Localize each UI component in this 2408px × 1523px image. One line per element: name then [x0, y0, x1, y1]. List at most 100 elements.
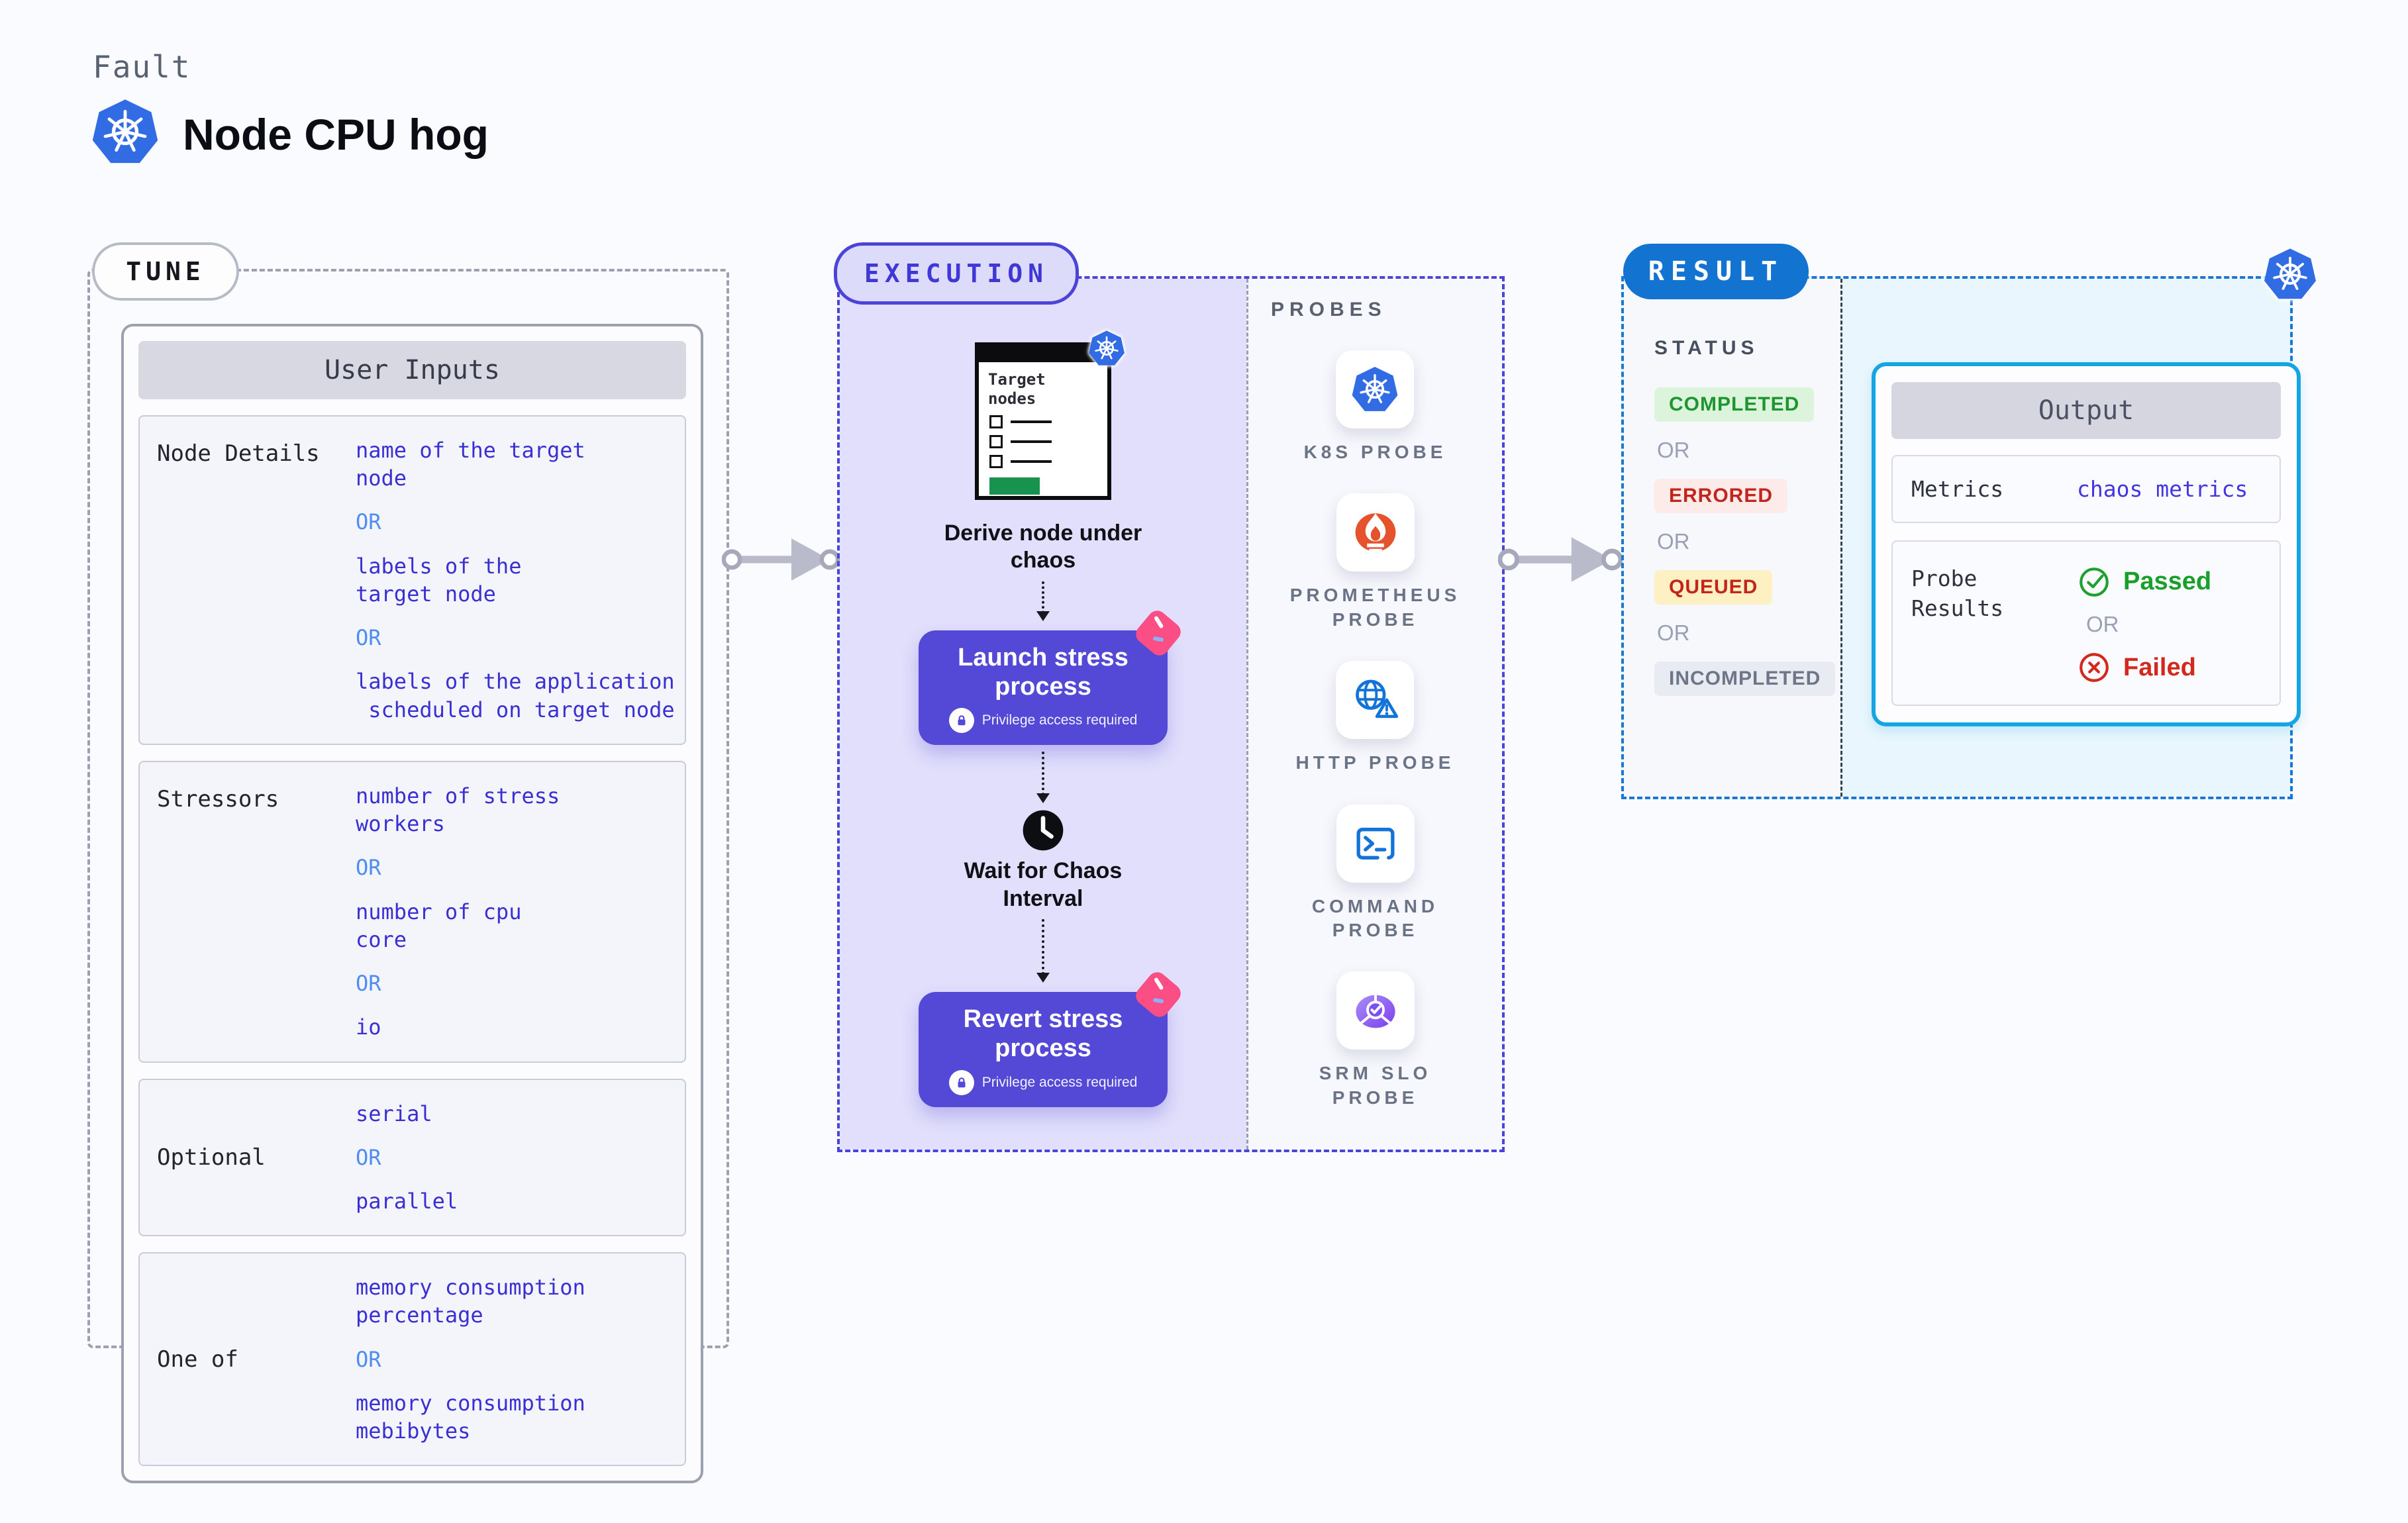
probe-item-k8s: K8S PROBE	[1304, 350, 1447, 464]
result-section-badge: RESULT	[1623, 244, 1809, 299]
user-inputs-table: User Inputs Node Details name of the tar…	[121, 324, 703, 1484]
table-row-node-details: Node Details name of the target node OR …	[138, 415, 686, 745]
list-line	[1011, 420, 1052, 423]
or-separator: OR	[1657, 620, 1690, 645]
down-arrow	[1036, 752, 1050, 804]
target-nodes-title: Target nodes	[988, 370, 1046, 408]
metrics-label: Metrics	[1911, 476, 2004, 502]
execution-panel: Target nodes Derive node under chaos Lau…	[837, 276, 1505, 1152]
status-column: STATUS COMPLETED OR ERRORED OR QUEUED OR…	[1624, 279, 1840, 797]
kubernetes-icon	[1350, 365, 1399, 414]
lock-icon	[948, 708, 974, 734]
status-badge-errored: ERRORED	[1654, 479, 1788, 513]
option-value: labels of the target node	[356, 553, 522, 607]
probes-panel: PROBES K8S PROBE PROMETHEUS PROBE HTTP P…	[1246, 279, 1502, 1150]
card-title-bar	[979, 346, 1107, 362]
table-row-one-of: One of memory consumption percentage OR …	[138, 1252, 686, 1467]
probe-results-label: Probe Results	[1911, 565, 2004, 621]
checkbox-icon	[989, 415, 1003, 428]
probe-item-prometheus: PROMETHEUS PROBE	[1273, 493, 1478, 632]
tune-section-badge: TUNE	[92, 242, 239, 301]
option-value: io	[356, 1014, 381, 1040]
option-value: memory consumption percentage	[356, 1275, 585, 1328]
flow-arrow-tune-to-execution	[722, 529, 840, 590]
list-line	[1011, 440, 1052, 443]
checkbox-icon	[989, 454, 1003, 468]
prometheus-icon	[1349, 506, 1402, 559]
option-value: memory consumption mebibytes	[356, 1390, 585, 1444]
checkbox-icon	[989, 434, 1003, 448]
probe-label: K8S PROBE	[1303, 442, 1447, 462]
metrics-value: chaos metrics	[2077, 476, 2248, 502]
passed-label: Passed	[2123, 567, 2212, 595]
output-table: Output Metrics chaos metrics Probe Resul…	[1872, 362, 2301, 726]
probe-label: HTTP PROBE	[1295, 752, 1455, 773]
or-separator: OR	[1657, 529, 1690, 554]
output-area: Output Metrics chaos metrics Probe Resul…	[1840, 279, 2301, 797]
result-panel: STATUS COMPLETED OR ERRORED OR QUEUED OR…	[1621, 276, 2301, 799]
wait-interval-label: Wait for Chaos Interval	[964, 858, 1123, 911]
srm-slo-gauge-icon	[1349, 984, 1402, 1037]
option-value: name of the target node	[356, 438, 585, 491]
probe-label: PROMETHEUS PROBE	[1289, 585, 1461, 630]
privilege-note: Privilege access required	[981, 1074, 1138, 1090]
option-value: serial	[356, 1101, 432, 1126]
or-separator: OR	[1657, 438, 1690, 462]
row-label: One of	[157, 1346, 238, 1373]
status-badge-queued: QUEUED	[1654, 570, 1773, 605]
down-arrow	[1036, 581, 1050, 621]
probes-title: PROBES	[1271, 299, 1387, 320]
output-header: Output	[1891, 382, 2281, 439]
kubernetes-icon	[1087, 329, 1126, 368]
tune-panel: User Inputs Node Details name of the tar…	[87, 269, 729, 1484]
status-badge-completed: COMPLETED	[1654, 387, 1815, 422]
execution-section-badge: EXECUTION	[834, 242, 1079, 305]
option-value: number of cpu core	[356, 899, 522, 952]
flow-arrow-execution-to-result	[1498, 529, 1623, 590]
option-value: labels of the application scheduled on t…	[356, 669, 675, 722]
or-separator: OR	[356, 1144, 381, 1170]
target-nodes-card: Target nodes	[975, 342, 1111, 500]
launch-stress-step: Launch stress process Privilege access r…	[919, 607, 1185, 746]
down-arrow	[1036, 919, 1050, 983]
row-label: Node Details	[157, 440, 320, 467]
status-title: STATUS	[1654, 337, 1759, 359]
derive-node-label: Derive node under chaos	[944, 520, 1142, 573]
http-globe-icon	[1349, 674, 1401, 726]
probe-item-http: HTTP PROBE	[1296, 661, 1455, 775]
revert-stress-step: Revert stress process Privilege access r…	[919, 968, 1185, 1107]
step-title: Launch stress process	[958, 643, 1129, 701]
probe-item-srm-slo: SRM SLO PROBE	[1273, 971, 1478, 1110]
or-separator: OR	[356, 1346, 381, 1372]
x-circle-icon	[2077, 650, 2111, 685]
execution-flow-column: Target nodes Derive node under chaos Lau…	[840, 279, 1246, 1150]
clock-icon	[1021, 809, 1065, 852]
user-inputs-header: User Inputs	[138, 341, 686, 399]
probe-label: COMMAND PROBE	[1311, 895, 1439, 940]
option-value: parallel	[356, 1188, 458, 1214]
lock-icon	[948, 1069, 974, 1095]
list-line	[1011, 460, 1052, 463]
or-separator: OR	[356, 971, 381, 997]
kubernetes-icon	[90, 97, 160, 167]
or-separator: OR	[2086, 612, 2119, 636]
probe-results-row: Probe Results Passed OR Failed	[1891, 540, 2281, 706]
page-title: Node CPU hog	[183, 110, 489, 159]
check-circle-icon	[2077, 564, 2111, 599]
terminal-icon	[1350, 818, 1401, 869]
progress-bar	[989, 477, 1040, 495]
or-separator: OR	[356, 625, 381, 651]
row-label: Stressors	[157, 785, 279, 812]
failed-label: Failed	[2123, 653, 2196, 681]
fault-kicker: Fault	[93, 49, 191, 85]
step-title: Revert stress process	[963, 1005, 1123, 1062]
table-row-stressors: Stressors number of stress workers OR nu…	[138, 760, 686, 1063]
probe-label: SRM SLO PROBE	[1319, 1063, 1432, 1108]
kubernetes-icon	[2262, 246, 2318, 302]
or-separator: OR	[356, 509, 381, 535]
option-value: number of stress workers	[356, 783, 560, 837]
status-badge-incompleted: INCOMPLETED	[1654, 662, 1836, 696]
metrics-row: Metrics chaos metrics	[1891, 455, 2281, 523]
privilege-note: Privilege access required	[981, 712, 1138, 728]
